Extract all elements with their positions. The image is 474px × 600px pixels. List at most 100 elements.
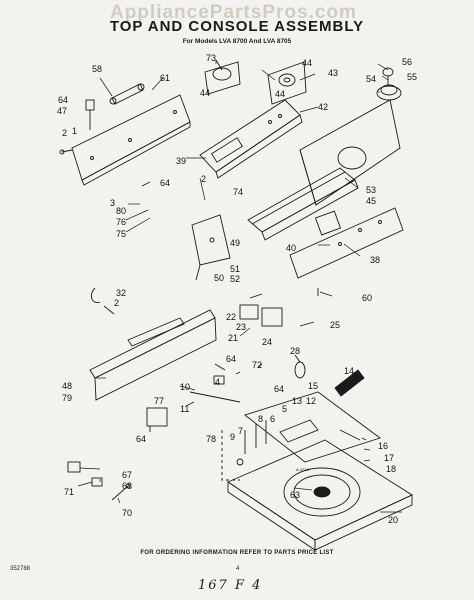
- lid-plate: [244, 391, 381, 463]
- callout-78: 78: [206, 434, 217, 444]
- diagram-subtitle: For Models LVA 8700 And LVA 8705: [182, 38, 292, 45]
- leader-lines: [77, 60, 402, 513]
- back-panel: [71, 94, 191, 186]
- callout-73: 73: [206, 53, 217, 63]
- watermark-text: AppliancePartsPros.com: [110, 2, 357, 23]
- callout-72: 72: [252, 360, 263, 370]
- callout-64: 64: [274, 384, 285, 394]
- callout-63: 63: [290, 490, 301, 500]
- callout-4: 4: [215, 377, 221, 387]
- lid-switch-linkage: [189, 363, 241, 403]
- callout-70: 70: [122, 508, 133, 518]
- callout-47: 47: [57, 106, 68, 116]
- console-panel: [199, 99, 303, 179]
- document-code: 352788: [10, 566, 31, 572]
- callout-80: 80: [116, 206, 127, 216]
- callout-2: 2: [62, 128, 68, 138]
- terminal-parts: [67, 461, 131, 501]
- callout-21: 21: [228, 333, 239, 343]
- callout-52: 52: [230, 274, 241, 284]
- side-bracket: [191, 214, 231, 281]
- callout-15: 15: [308, 381, 319, 391]
- callout-13: 13: [292, 396, 303, 406]
- callout-58: 58: [92, 64, 103, 74]
- callout-32: 32: [116, 288, 127, 298]
- diagram-title: TOP AND CONSOLE ASSEMBLY: [109, 18, 365, 35]
- callout-3: 3: [110, 198, 116, 208]
- callout-64: 64: [160, 178, 171, 188]
- switch-cluster: [239, 293, 283, 327]
- callout-75: 75: [116, 229, 127, 239]
- callout-5: 5: [282, 404, 288, 414]
- front-panel-strip: [89, 309, 217, 401]
- callout-42: 42: [318, 102, 329, 112]
- callout-10: 10: [180, 382, 191, 392]
- callout-55: 55: [407, 72, 418, 82]
- callout-16: 16: [378, 441, 389, 451]
- lid-hinge: [334, 369, 365, 397]
- callout-14: 14: [344, 366, 355, 376]
- callout-44: 44: [200, 88, 211, 98]
- callout-8: 8: [258, 414, 264, 424]
- callout-39: 39: [176, 156, 187, 166]
- ordering-note: FOR ORDERING INFORMATION REFER TO PARTS …: [140, 550, 334, 556]
- callout-2: 2: [201, 174, 207, 184]
- callout-18: 18: [386, 464, 397, 474]
- dial-knob: [376, 67, 402, 101]
- callout-77: 77: [154, 396, 165, 406]
- callout-22: 22: [226, 312, 237, 322]
- callout-23: 23: [236, 322, 247, 332]
- callout-61: 61: [160, 73, 171, 83]
- clip-left: [85, 99, 95, 130]
- mounting-plate: [289, 207, 404, 296]
- callout-20: 20: [388, 515, 399, 525]
- console-shroud: [299, 99, 401, 206]
- fasteners: [236, 420, 267, 466]
- callout-54: 54: [366, 74, 377, 84]
- callout-1: 1: [72, 126, 78, 136]
- page-number: 4: [236, 566, 240, 572]
- callout-48: 48: [62, 381, 73, 391]
- callout-24: 24: [262, 337, 273, 347]
- callout-17: 17: [384, 453, 395, 463]
- callout-12: 12: [306, 396, 317, 406]
- callout-68: 68: [122, 481, 133, 491]
- handwritten-note: 167 F 4: [198, 578, 263, 593]
- callout-6: 6: [270, 414, 276, 424]
- callout-7: 7: [238, 426, 244, 436]
- callout-50: 50: [214, 273, 225, 283]
- callout-56: 56: [402, 57, 413, 67]
- callout-64: 64: [226, 354, 237, 364]
- callout-25: 25: [330, 320, 341, 330]
- callout-64: 64: [136, 434, 147, 444]
- callout-49: 49: [230, 238, 241, 248]
- callout-76: 76: [116, 217, 127, 227]
- control-housing-knob: [204, 59, 241, 95]
- console-trim: [247, 167, 359, 241]
- callout-51: 51: [230, 264, 241, 274]
- callout-64: 64: [58, 95, 69, 105]
- callout-40: 40: [286, 243, 297, 253]
- callout-2: 2: [114, 298, 120, 308]
- callout-71: 71: [64, 487, 75, 497]
- callout-60: 60: [362, 293, 373, 303]
- callout-43: 43: [328, 68, 339, 78]
- callout-11: 11: [180, 404, 190, 414]
- dashed-guide: [221, 430, 240, 481]
- callout-9: 9: [230, 432, 236, 442]
- pulley-part: [294, 354, 306, 379]
- callout-44: 44: [275, 89, 286, 99]
- screw-left: [59, 149, 73, 155]
- figure-code: A-3716: [296, 467, 309, 472]
- callout-67: 67: [122, 470, 133, 480]
- timer-knob: [267, 61, 307, 105]
- wire-hook: [90, 287, 115, 315]
- callout-74: 74: [233, 187, 244, 197]
- hinge-rod: [109, 83, 145, 105]
- callout-45: 45: [366, 196, 377, 206]
- callout-44: 44: [302, 58, 313, 68]
- control-box: [146, 407, 168, 432]
- callout-38: 38: [370, 255, 381, 265]
